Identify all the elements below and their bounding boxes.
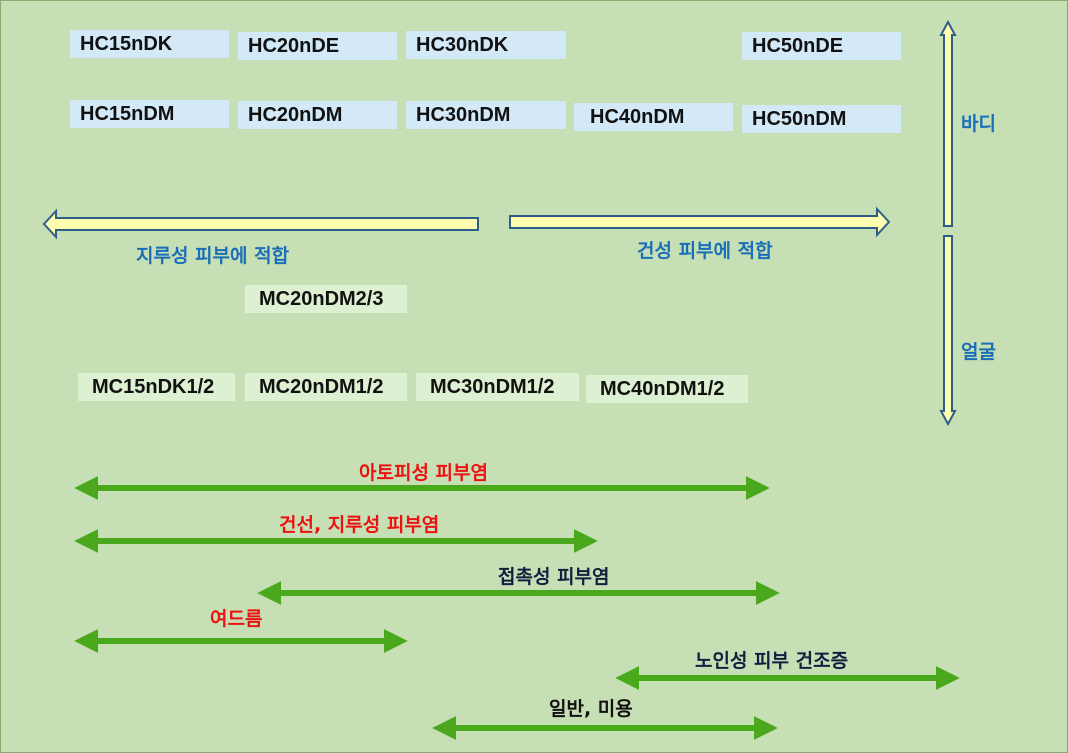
dry-direction-arrow	[509, 206, 891, 238]
body-product-box: HC15nDK	[70, 30, 229, 58]
body-label: 바디	[961, 113, 996, 135]
face-product-box: MC15nDK1/2	[78, 373, 235, 401]
face-product-box: MC40nDM1/2	[586, 375, 748, 403]
dry-skin-label: 건성 피부에 적합	[637, 240, 773, 262]
body-product-box: HC50nDM	[742, 105, 901, 133]
body-product-box: HC40nDM	[574, 103, 733, 131]
face-product-box: MC20nDM2/3	[245, 285, 407, 313]
body-product-box: HC15nDM	[70, 100, 229, 128]
body-product-box: HC30nDK	[406, 31, 566, 59]
body-product-box: HC20nDM	[238, 101, 397, 129]
body-direction-arrow	[939, 19, 957, 227]
condition-label-xerosis: 노인성 피부 건조증	[695, 650, 849, 672]
face-product-box: MC30nDM1/2	[416, 373, 579, 401]
oily-skin-label: 지루성 피부에 적합	[136, 245, 290, 267]
face-direction-arrow	[939, 235, 957, 427]
body-product-box: HC20nDE	[238, 32, 397, 60]
condition-label-general: 일반, 미용	[549, 698, 633, 720]
body-product-box: HC30nDM	[406, 101, 566, 129]
condition-label-atopic: 아토피성 피부염	[359, 462, 488, 484]
face-label: 얼굴	[961, 341, 996, 363]
body-product-box: HC50nDE	[742, 32, 901, 60]
condition-label-psoriasis: 건선, 지루성 피부염	[279, 514, 440, 536]
oily-direction-arrow	[42, 208, 479, 240]
face-product-box: MC20nDM1/2	[245, 373, 407, 401]
condition-label-contact: 접촉성 피부염	[498, 566, 610, 588]
condition-label-acne: 여드름	[210, 608, 263, 630]
